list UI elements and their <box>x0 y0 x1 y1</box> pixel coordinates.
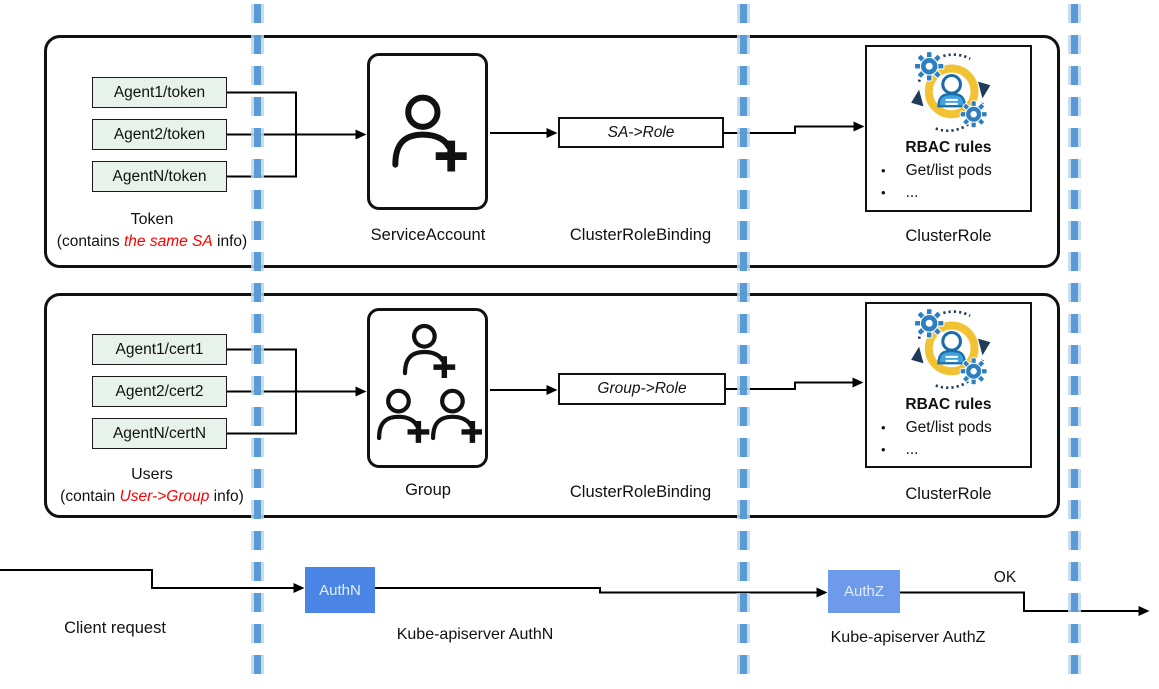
group-people-icon <box>374 317 482 459</box>
rbac-rule-item: ... <box>881 182 1030 204</box>
users-caption-detail: (contain User->Group info) <box>60 488 244 505</box>
agent-cert-chip: Agent2/cert2 <box>92 376 227 407</box>
client-request-label: Client request <box>64 619 166 637</box>
rbac-title: RBAC rules <box>905 396 992 413</box>
agent-cert-label: AgentN/certN <box>112 424 207 442</box>
authz-chip: AuthZ <box>828 570 900 613</box>
clusterrolebinding-label: ClusterRoleBinding <box>569 483 712 501</box>
agent-cert-chip: Agent1/cert1 <box>92 334 227 365</box>
token-caption-title: Token <box>130 211 174 228</box>
users-section-box <box>44 293 1060 518</box>
agent-token-chip: Agent2/token <box>92 119 227 150</box>
rbac-title: RBAC rules <box>905 139 992 156</box>
authn-chip: AuthN <box>305 567 375 613</box>
sa-role-binding-text: SA->Role <box>607 123 675 141</box>
agent-token-chip: AgentN/token <box>92 161 227 192</box>
group-role-binding-box: Group->Role <box>558 373 726 405</box>
clusterrole-label: ClusterRole <box>905 227 992 245</box>
rbac-icon <box>905 50 993 138</box>
rbac-rule-item: ... <box>881 439 1030 461</box>
agent-token-label: Agent1/token <box>113 83 206 101</box>
rbac-rules-box: RBAC rules Get/list pods ... <box>865 302 1032 468</box>
person-plus-icon <box>385 80 471 184</box>
kube-apiserver-authn-label: Kube-apiserver AuthN <box>396 626 554 643</box>
token-section-box <box>44 35 1060 268</box>
token-caption-highlight: the same SA <box>123 233 213 250</box>
serviceaccount-box <box>367 53 488 210</box>
authz-chip-label: AuthZ <box>843 583 885 600</box>
clusterrolebinding-label: ClusterRoleBinding <box>569 226 712 244</box>
users-caption: Users (contain User->Group info) <box>38 464 266 507</box>
serviceaccount-label: ServiceAccount <box>370 226 486 244</box>
group-box <box>367 308 488 468</box>
agent-cert-label: Agent2/cert2 <box>115 382 204 400</box>
agent-token-chip: Agent1/token <box>92 77 227 108</box>
ok-label: OK <box>993 569 1017 586</box>
group-role-binding-text: Group->Role <box>597 380 687 397</box>
rbac-rule-item: Get/list pods <box>881 417 1030 439</box>
rbac-rule-list: Get/list pods ... <box>867 157 1030 204</box>
token-caption: Token (contains the same SA info) <box>38 209 266 252</box>
authn-chip-label: AuthN <box>319 581 361 599</box>
rbac-rule-item: Get/list pods <box>881 160 1030 182</box>
token-caption-detail: (contains the same SA info) <box>56 233 248 250</box>
agent-token-label: Agent2/token <box>113 125 206 143</box>
users-caption-highlight: User->Group <box>119 488 210 505</box>
agent-token-label: AgentN/token <box>112 167 207 185</box>
sa-role-binding-box: SA->Role <box>558 117 724 148</box>
agent-cert-label: Agent1/cert1 <box>115 340 204 358</box>
rbac-rules-box: RBAC rules Get/list pods ... <box>865 45 1032 212</box>
clusterrole-label: ClusterRole <box>905 485 992 503</box>
agent-cert-chip: AgentN/certN <box>92 418 227 449</box>
group-label: Group <box>405 481 451 499</box>
rbac-icon <box>905 307 993 395</box>
rbac-rule-list: Get/list pods ... <box>867 414 1030 461</box>
users-caption-title: Users <box>131 466 173 483</box>
kube-apiserver-authz-label: Kube-apiserver AuthZ <box>830 629 986 646</box>
